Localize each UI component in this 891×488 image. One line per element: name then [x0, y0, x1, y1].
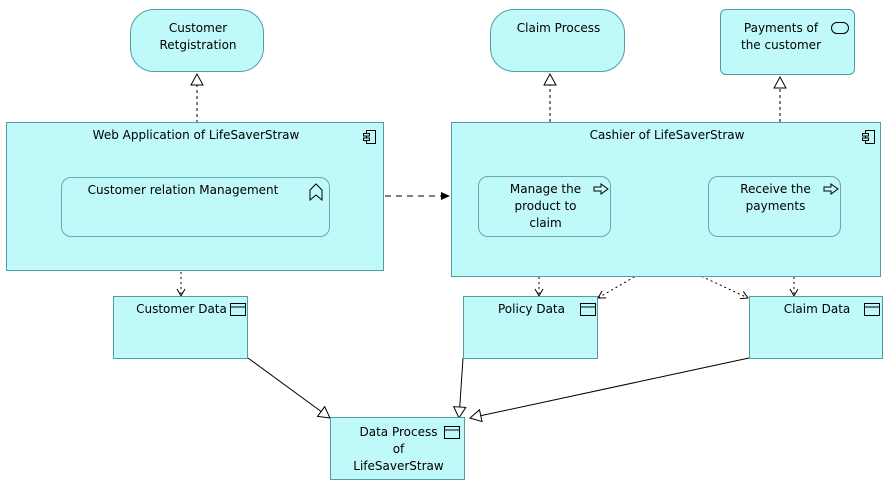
service-payments[interactable]: Payments of the customer [720, 9, 855, 75]
component-web-application-label: Web Application of LifeSaverStraw [92, 128, 300, 142]
process-arrow-icon [593, 183, 609, 195]
data-object-claim-data-label: Claim Data [783, 302, 851, 316]
specialization-policy-to-data-process [452, 357, 467, 420]
process-receive-payments-label: Receive the payments [740, 182, 811, 213]
service-customer-registration[interactable]: Customer Retgistration [130, 9, 264, 72]
component-icon [862, 130, 875, 144]
data-object-customer-data[interactable]: Customer Data [113, 296, 248, 359]
data-object-policy-data-label: Policy Data [498, 302, 565, 316]
service-claim-process-label: Claim Process [516, 21, 601, 35]
process-arrow-icon [823, 183, 839, 195]
service-payments-label: Payments of the customer [740, 21, 821, 52]
data-object-icon [864, 303, 880, 316]
data-object-claim-data[interactable]: Claim Data [749, 296, 883, 359]
component-icon [363, 130, 376, 144]
service-customer-registration-label: Customer Retgistration [159, 21, 237, 52]
function-crm[interactable]: Customer relation Management [61, 177, 330, 237]
process-manage-product[interactable]: Manage the product to claim [478, 176, 611, 237]
data-object-icon [444, 426, 460, 439]
function-icon [309, 183, 323, 201]
function-crm-label: Customer relation Management [87, 183, 279, 197]
data-object-policy-data[interactable]: Policy Data [463, 296, 598, 359]
component-cashier-label: Cashier of LifeSaverStraw [589, 128, 745, 142]
service-claim-process[interactable]: Claim Process [490, 9, 625, 72]
data-object-icon [230, 303, 246, 316]
specialization-customer-to-data-process [247, 357, 331, 419]
process-receive-payments[interactable]: Receive the payments [708, 176, 841, 237]
data-object-customer-data-label: Customer Data [136, 302, 227, 316]
data-object-data-process-label: Data Process of LifeSaverStraw [353, 425, 444, 473]
data-object-data-process[interactable]: Data Process of LifeSaverStraw [330, 417, 465, 480]
service-icon [831, 22, 849, 34]
data-object-icon [580, 303, 596, 316]
specialization-claim-to-data-process [468, 357, 750, 423]
process-manage-product-label: Manage the product to claim [509, 182, 582, 230]
